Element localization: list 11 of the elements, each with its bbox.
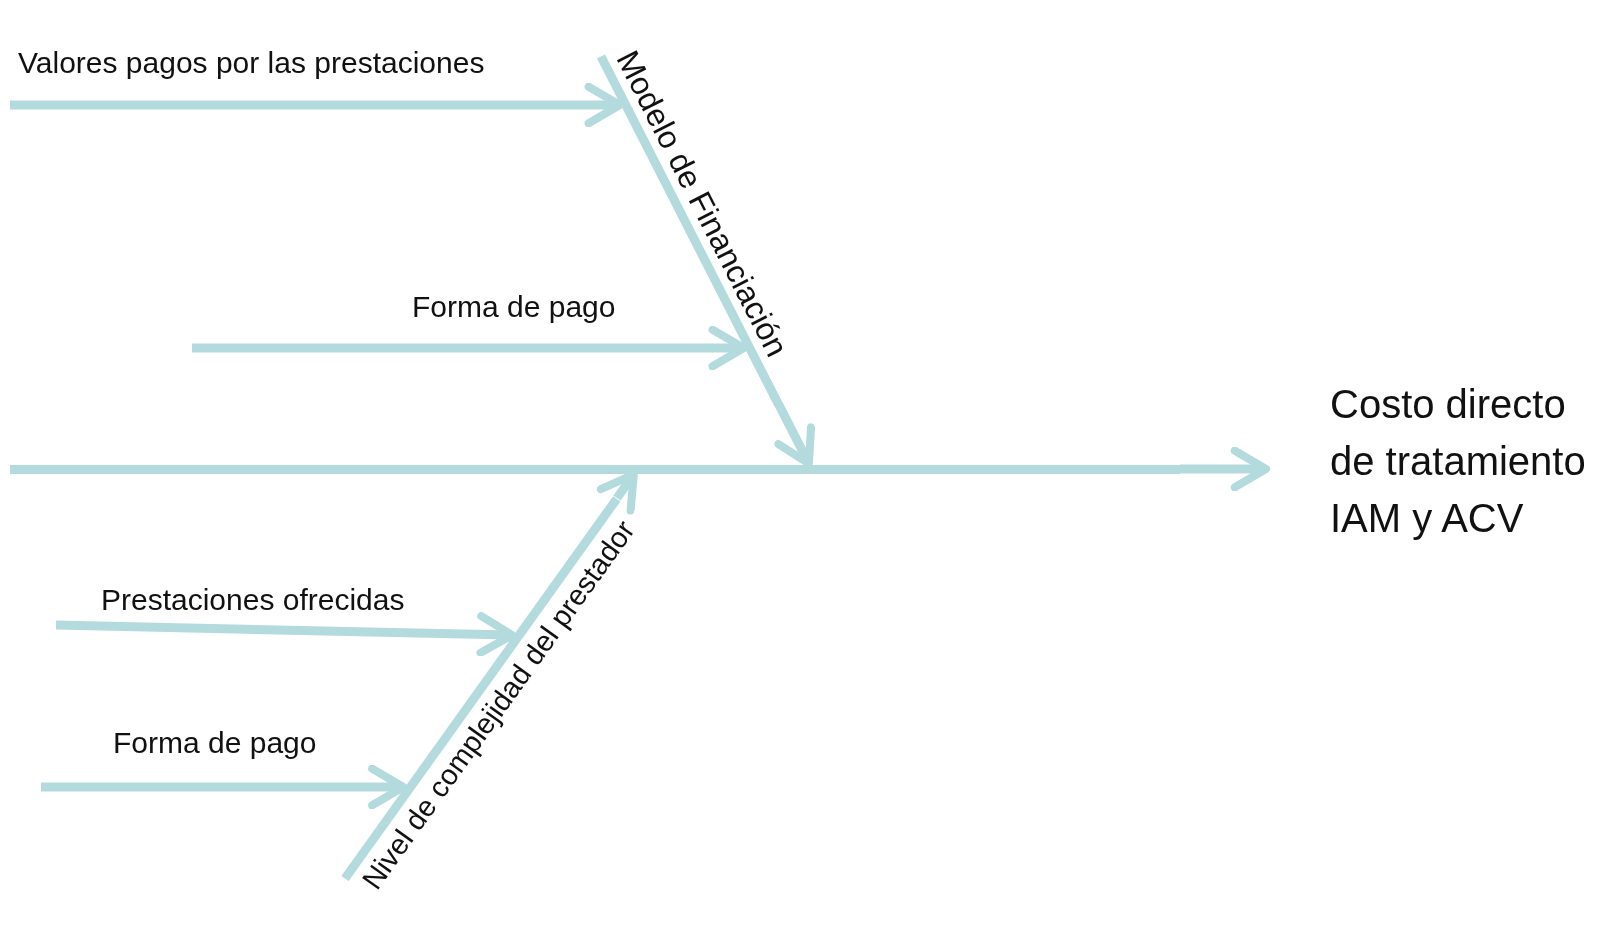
edge-label: Valores pagos por las prestaciones: [18, 45, 485, 81]
arrow: [192, 325, 748, 371]
edge-label: Forma de pago: [412, 289, 616, 325]
arrow: [41, 764, 408, 810]
arrow: [10, 82, 624, 128]
arrow: [774, 400, 816, 468]
arrow: [1180, 446, 1271, 492]
edge-label: Forma de pago: [113, 725, 317, 761]
edge-label: Prestaciones ofrecidas: [101, 582, 405, 618]
effect-label: Costo directo de tratamiento IAM y ACV: [1266, 376, 1590, 547]
arrow: [55, 612, 517, 657]
